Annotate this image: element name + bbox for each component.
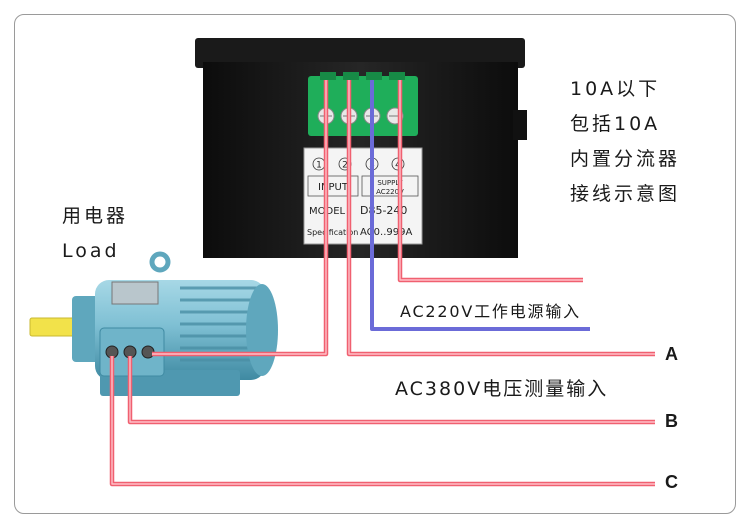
lifting-eye bbox=[149, 251, 171, 273]
load-label-en: Load bbox=[62, 240, 120, 262]
spec-value: AC0..999A bbox=[360, 227, 412, 238]
wiring-description: 10A以下 包括10A 内置分流器 接线示意图 bbox=[570, 72, 680, 212]
blue-supply-wire bbox=[370, 80, 590, 331]
ac380v-measure-label: AC380V电压测量输入 bbox=[395, 378, 609, 400]
ac220v-supply-label: AC220V工作电源输入 bbox=[400, 302, 581, 321]
terminal-number-1: 1 bbox=[316, 161, 322, 171]
description-line: 接线示意图 bbox=[570, 183, 681, 205]
spec-label: Specification bbox=[307, 228, 358, 237]
terminal-number-2: 2 bbox=[342, 161, 348, 171]
meter-side-clip bbox=[513, 110, 527, 140]
supply-voltage: AC220V bbox=[376, 188, 404, 196]
supply-label: SUPPLY bbox=[377, 179, 403, 187]
panel-meter: 1 2 3 4 INPUT SUPPLY AC220V MODEL D85-24… bbox=[195, 38, 527, 258]
description-line: 包括10A bbox=[570, 113, 661, 135]
load-label-cn: 用电器 bbox=[62, 205, 129, 227]
description-line: 10A以下 bbox=[570, 78, 661, 100]
meter-front-bezel bbox=[195, 38, 525, 68]
motor-rear-cap bbox=[246, 284, 278, 376]
input-label: INPUT bbox=[318, 182, 349, 193]
phase-b-label: B bbox=[665, 411, 678, 431]
electric-motor bbox=[29, 251, 278, 396]
phase-c-label: C bbox=[665, 472, 678, 492]
motor-front-flange bbox=[72, 296, 100, 362]
phase-a-label: A bbox=[665, 344, 678, 364]
description-line: 内置分流器 bbox=[570, 148, 681, 170]
load-label: 用电器 Load bbox=[62, 199, 128, 269]
motor-nameplate bbox=[111, 281, 159, 305]
wires bbox=[109, 80, 655, 487]
